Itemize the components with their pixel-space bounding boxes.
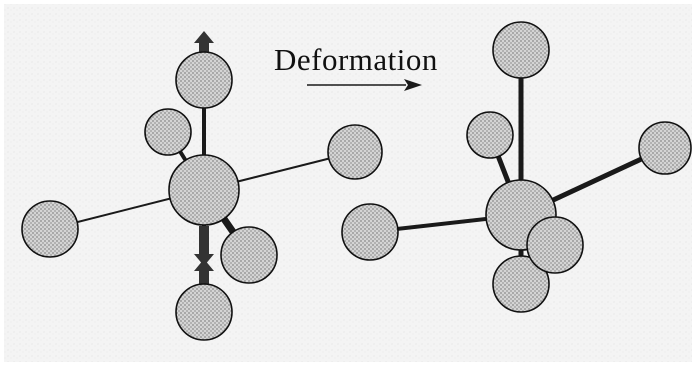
atom-top	[175, 51, 233, 109]
atom-right	[327, 124, 383, 180]
atom-lower-front	[220, 226, 278, 284]
deformed-molecule	[341, 21, 692, 313]
atom-upper-back	[144, 108, 192, 156]
atom-right	[638, 121, 692, 175]
up-arrow-icon	[194, 259, 214, 290]
undeformed-molecule	[21, 31, 383, 341]
atom-bottom	[175, 283, 233, 341]
deformation-label: Deformation	[274, 42, 438, 77]
atom-left	[341, 203, 399, 261]
atom-lower-front	[526, 216, 584, 274]
atom-left	[21, 200, 79, 258]
deformation-arrow	[307, 79, 422, 91]
atom-top	[492, 21, 550, 79]
atom-bottom	[492, 255, 550, 313]
figure-background	[4, 4, 692, 362]
atom-upper-back	[466, 111, 514, 159]
right-arrow-icon	[404, 79, 422, 91]
compression-arrows	[194, 31, 214, 290]
up-arrow-icon	[194, 31, 214, 56]
atom-center	[168, 154, 240, 226]
down-arrow-icon	[194, 226, 214, 266]
